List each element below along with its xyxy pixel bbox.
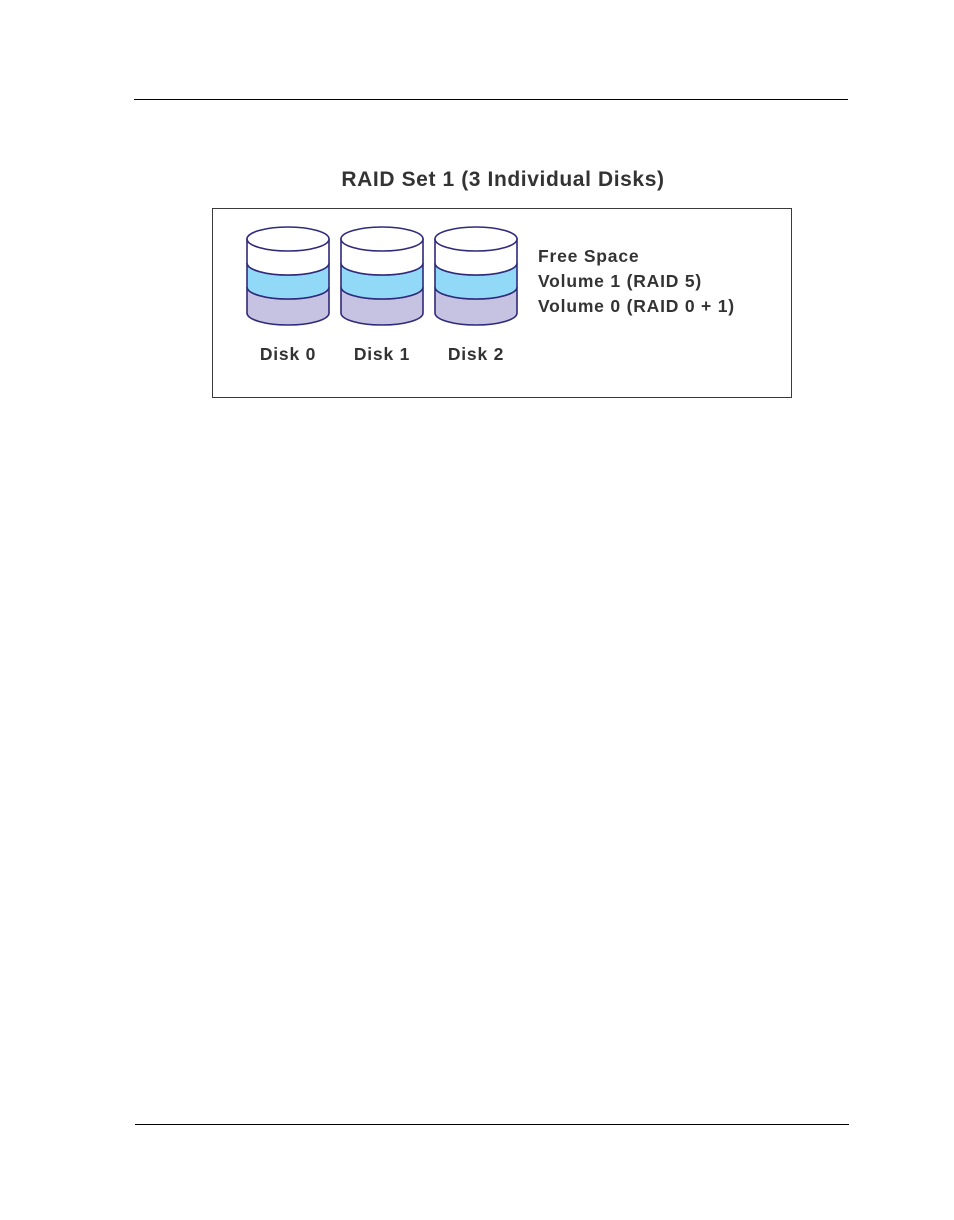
header-rule (134, 99, 848, 100)
disk-1-label: Disk 1 (353, 344, 411, 364)
legend-volume-1: Volume 1 (RAID 5) (538, 271, 702, 291)
disk-2-label: Disk 2 (447, 344, 505, 364)
footer-rule (135, 1124, 849, 1125)
disk-1-cylinder (340, 226, 424, 326)
disk-0-label: Disk 0 (259, 344, 317, 364)
legend-free-space: Free Space (538, 246, 640, 266)
disk-1-top (340, 226, 424, 252)
disk-0-cylinder (246, 226, 330, 326)
disk-stack-diagram (246, 226, 518, 326)
disk-2-top (434, 226, 518, 252)
legend-volume-0: Volume 0 (RAID 0 + 1) (538, 296, 735, 316)
figure-title: RAID Set 1 (3 Individual Disks) (341, 168, 665, 191)
disk-2-cylinder (434, 226, 518, 326)
disk-0-top (246, 226, 330, 252)
figure-frame (212, 208, 792, 398)
